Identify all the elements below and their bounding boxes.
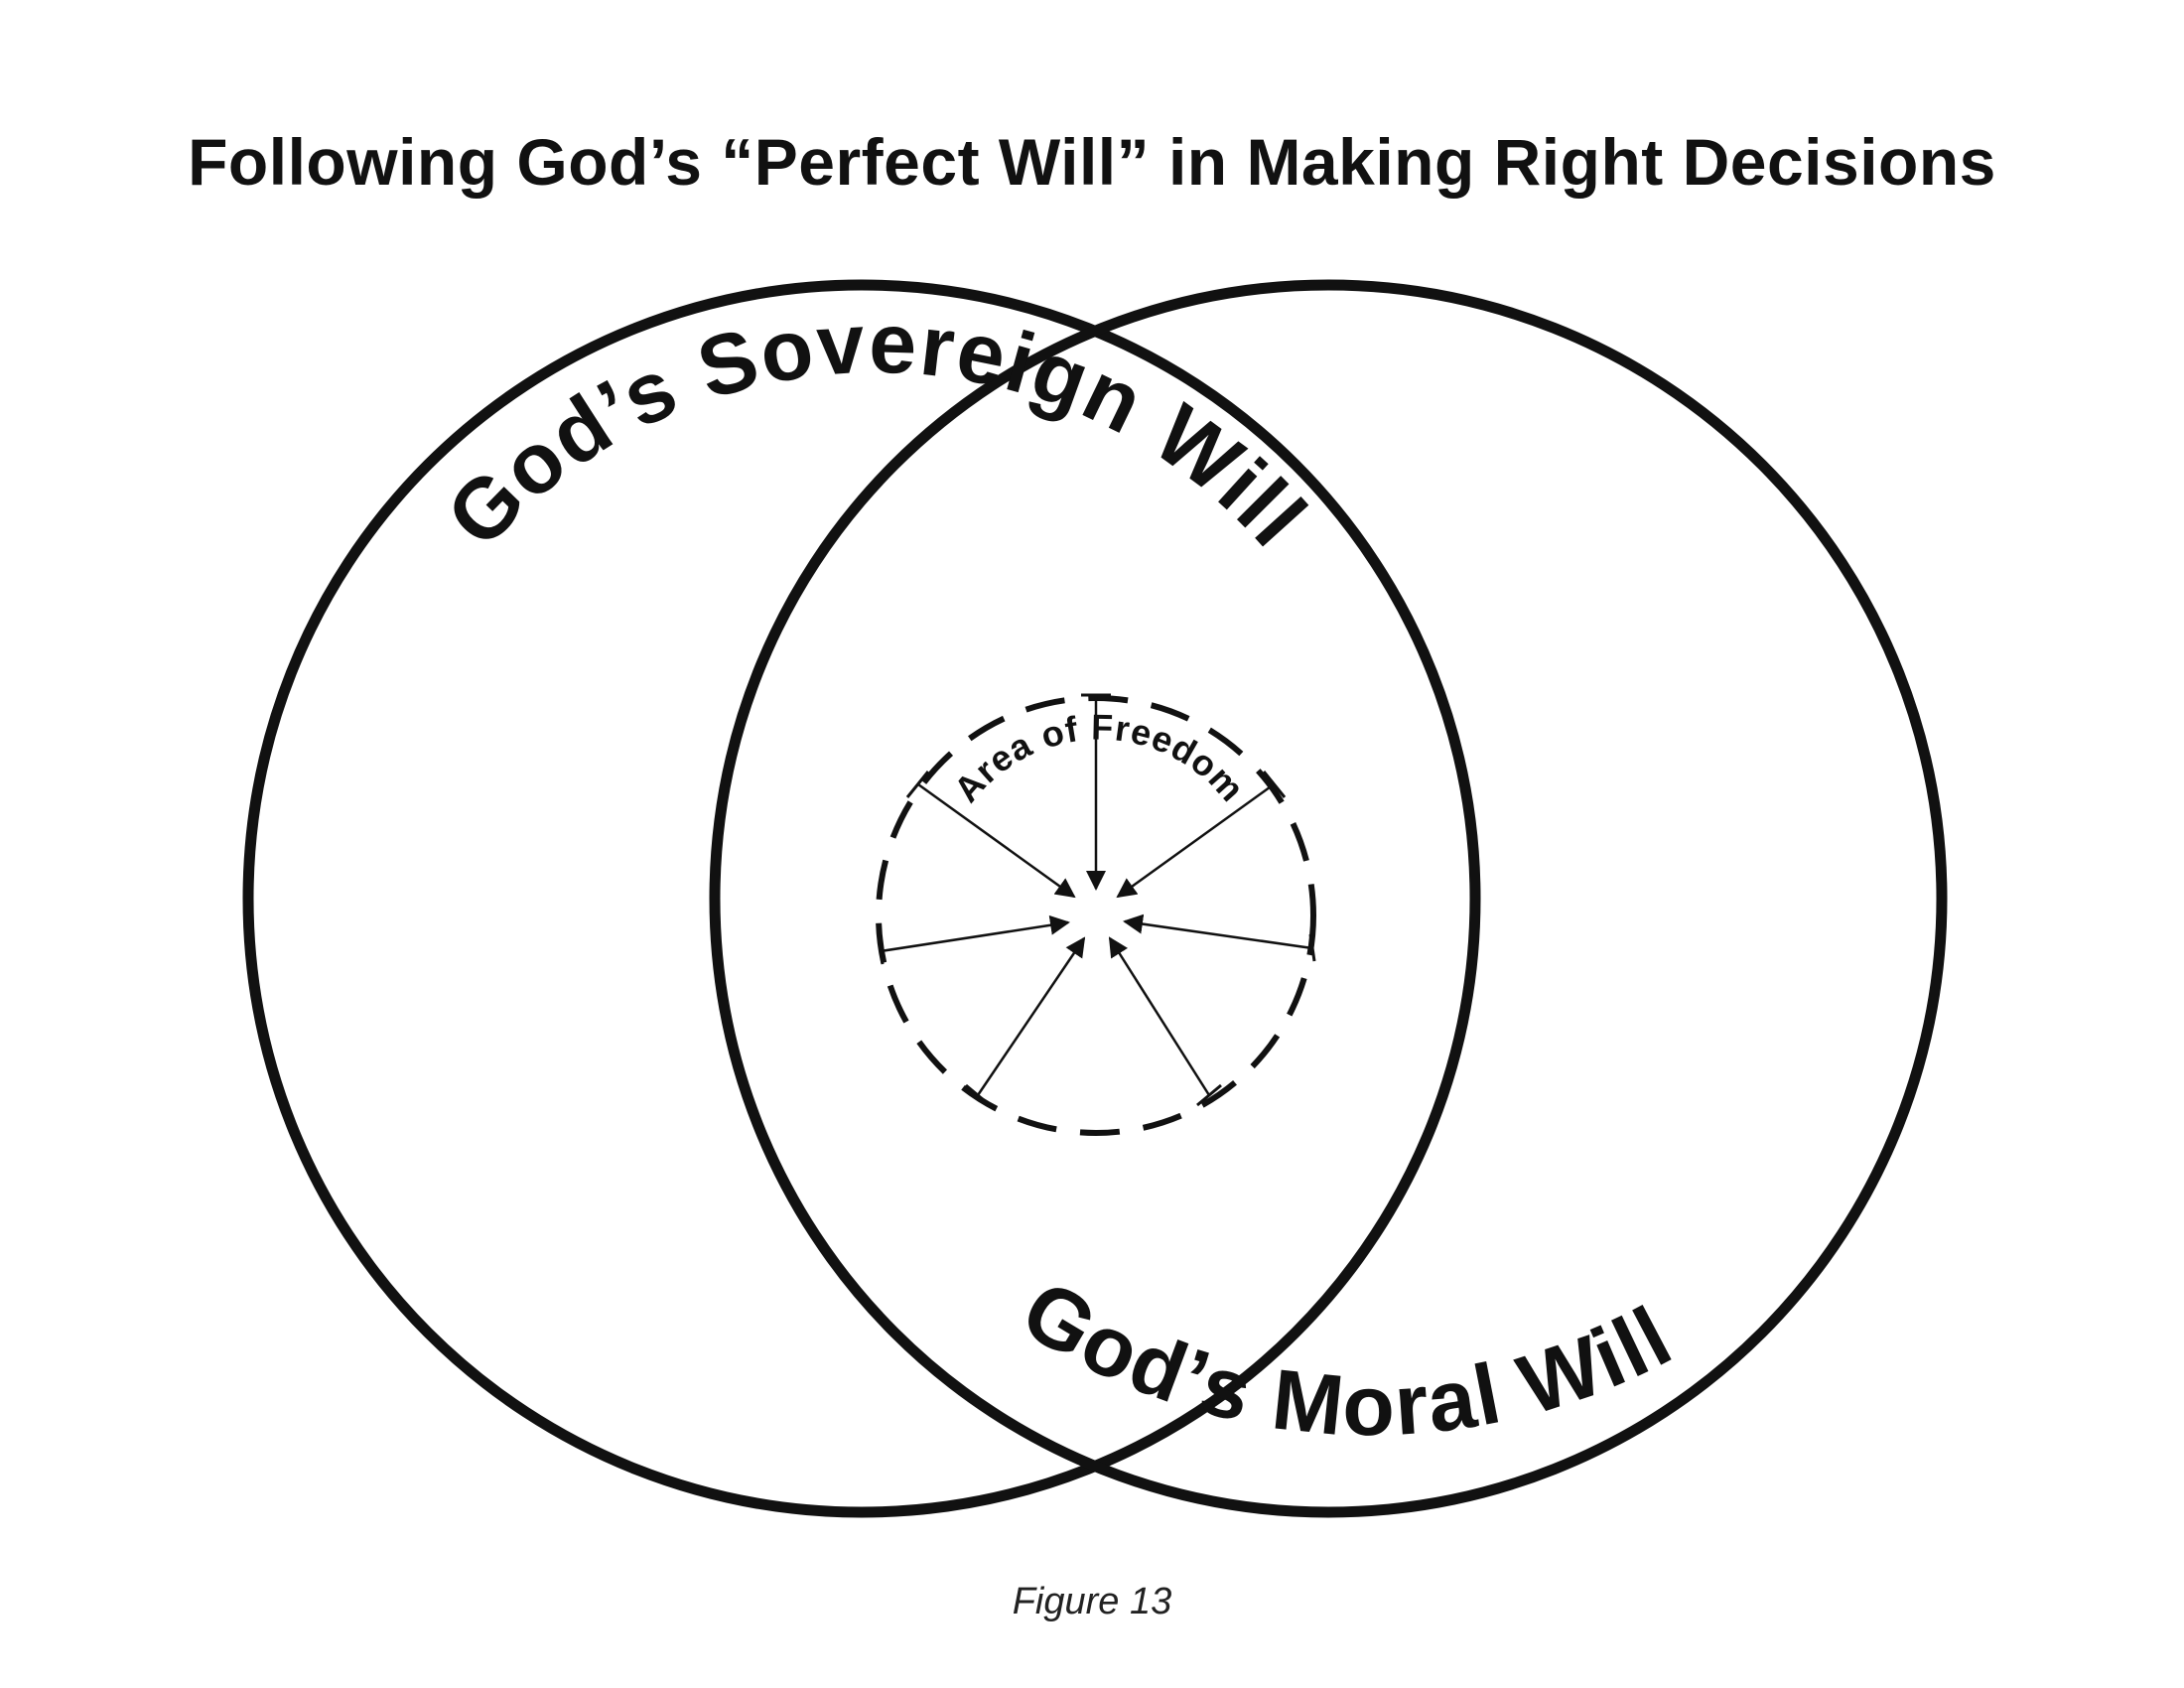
arrow-tail-cap-left — [877, 937, 885, 965]
moral-will-label: God’s Moral Will — [1007, 1262, 1688, 1455]
arrow-tail-cap-bottom-left — [965, 1083, 991, 1107]
arrow-tail-cap-right — [1308, 933, 1316, 962]
arrow-bottom-right — [1108, 936, 1211, 1096]
sovereign-will-circle — [242, 279, 1481, 1518]
sovereign-will-label: God’s Sovereign Will — [429, 295, 1325, 565]
arrow-tail-cap-bottom-right — [1196, 1083, 1222, 1107]
arrow-left — [880, 914, 1070, 953]
arrow-tail-cap-top-right — [1262, 771, 1287, 798]
figure-caption: Figure 13 — [1012, 1581, 1172, 1622]
arrow-tail-cap-top-left — [905, 771, 930, 798]
arrow-top-right — [1116, 782, 1275, 899]
moral-will-circle — [709, 279, 1948, 1518]
arrow-right — [1123, 914, 1313, 950]
freedom-arrows — [877, 693, 1316, 1107]
page-title: Following God’s “Perfect Will” in Making… — [188, 125, 1996, 199]
arrow-bottom-left — [976, 936, 1086, 1096]
arrow-top-left — [917, 782, 1076, 899]
